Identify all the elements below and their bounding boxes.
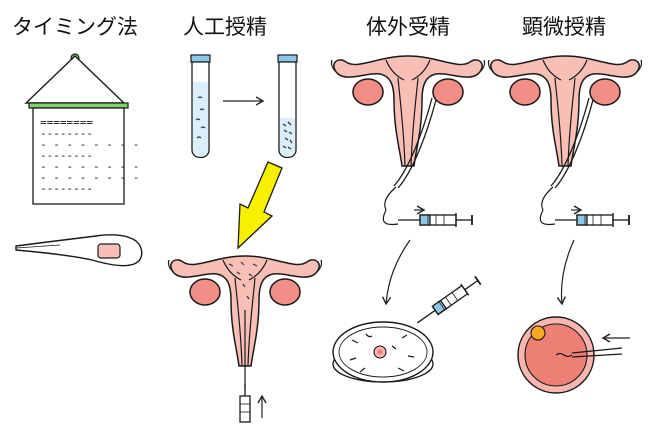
calendar-line: - - - - - - - - [40, 160, 139, 173]
egg-cell-icon [517, 316, 623, 394]
calendar-line: -------- [40, 182, 93, 195]
calendar-line: ======== [40, 116, 93, 129]
test-tube-icon [190, 54, 211, 159]
title-timing: タイミング法 [12, 15, 138, 39]
calendar-line: -------- [40, 149, 93, 162]
test-tube-icon [277, 54, 298, 159]
syringe-icon [397, 212, 473, 228]
uterus-icon [330, 55, 486, 211]
arrow-icon [556, 239, 575, 306]
yellow-arrow [237, 161, 283, 250]
syringe-icon [554, 212, 630, 228]
title-artificial-insemination: 人工授精 [183, 15, 267, 39]
petri-dish-icon [332, 321, 434, 383]
uterus-icon [487, 55, 643, 211]
title-icsi: 顕微授精 [522, 15, 606, 39]
syringe-icon [412, 273, 483, 330]
calendar-icon: ========--------- - - - - - - ----------… [24, 53, 139, 205]
calendar-line: -------- [40, 127, 93, 140]
syringe-icon [239, 384, 251, 423]
thermometer-icon [15, 234, 143, 267]
uterus-icon [167, 255, 323, 390]
title-ivf: 体外受精 [366, 15, 450, 39]
calendar-line: - - - - - - - - [40, 138, 139, 151]
calendar-line: - - - - - - - - [40, 171, 139, 184]
arrow-icon [381, 239, 411, 306]
